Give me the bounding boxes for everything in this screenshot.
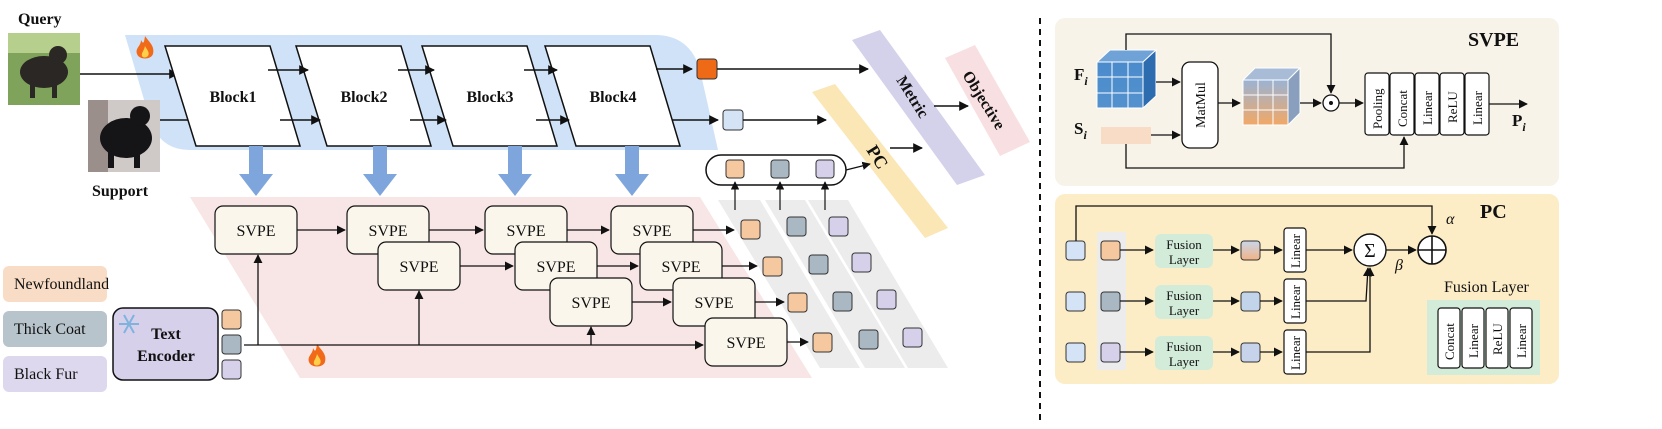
- svg-text:Linear: Linear: [1420, 90, 1435, 125]
- svg-text:ReLU: ReLU: [1490, 323, 1505, 355]
- matmul-box: [1181, 61, 1219, 149]
- svg-text:Linear: Linear: [1466, 323, 1481, 358]
- alpha-label: α: [1446, 211, 1455, 228]
- metric-band: [852, 30, 985, 185]
- pc-detail-panel: PC Fusion Layer Fusion Layer Fusion Laye…: [1055, 194, 1559, 384]
- svpe-module: SVPE: [377, 241, 461, 291]
- fire-icon: [136, 36, 154, 59]
- svpe-module: SVPE: [214, 205, 298, 255]
- svg-text:SVPE: SVPE: [726, 335, 765, 352]
- svg-text:Fusion: Fusion: [1166, 288, 1202, 303]
- svg-text:Layer: Layer: [1169, 252, 1200, 267]
- fusion-layer: Fusion Layer: [1155, 336, 1213, 370]
- pc-band: [812, 84, 948, 238]
- svg-text:SVPE: SVPE: [399, 259, 438, 276]
- fusion-layer: Fusion Layer: [1155, 285, 1213, 319]
- weighted-feature-cube: [1241, 66, 1302, 127]
- svpe-detail-panel: SVPE Fi Si MatMul: [1055, 18, 1559, 186]
- svg-text:Concat: Concat: [1395, 90, 1410, 127]
- svg-text:Layer: Layer: [1169, 303, 1200, 318]
- svg-text:Black Fur: Black Fur: [14, 366, 78, 383]
- svg-text:Newfoundland: Newfoundland: [14, 276, 109, 293]
- fusion-detail-title: Fusion Layer: [1444, 279, 1530, 296]
- query-image: [8, 33, 80, 105]
- s-input-label: Si: [1074, 119, 1087, 142]
- snowflake-icon: [119, 314, 139, 334]
- feature-band-3: [808, 200, 948, 368]
- svpe-module: SVPE: [672, 277, 756, 327]
- objective-band: [945, 45, 1030, 156]
- svg-text:Layer: Layer: [1169, 354, 1200, 369]
- query-label: Query: [18, 11, 62, 28]
- fire-icon: [308, 344, 326, 367]
- svg-text:Block4: Block4: [589, 89, 636, 106]
- svg-text:Block3: Block3: [466, 89, 513, 106]
- svg-text:Text: Text: [151, 326, 181, 343]
- svpe-module: SVPE: [549, 277, 633, 327]
- feature-cube: [1095, 48, 1158, 110]
- support-image: [88, 100, 160, 172]
- svg-text:Σ: Σ: [1364, 240, 1376, 262]
- support-label: Support: [92, 183, 149, 200]
- svg-text:SVPE: SVPE: [536, 259, 575, 276]
- query-feature: [696, 58, 718, 80]
- s-input-vector: [1101, 127, 1151, 144]
- svg-text:Fusion: Fusion: [1166, 237, 1202, 252]
- svg-text:Fusion: Fusion: [1166, 339, 1202, 354]
- text-prompt: Black Fur: [3, 356, 107, 392]
- support-feature: [722, 109, 744, 131]
- svg-text:Block1: Block1: [209, 89, 256, 106]
- svg-text:Linear: Linear: [1288, 284, 1303, 319]
- text-prompt: Thick Coat: [3, 311, 107, 347]
- svpe-output-label: Pi: [1512, 111, 1526, 134]
- feature-band-2: [765, 200, 905, 368]
- svg-text:Linear: Linear: [1288, 233, 1303, 268]
- text-encoder: Text Encoder: [112, 307, 219, 381]
- text-prompt: Newfoundland: [3, 266, 109, 302]
- svg-text:ReLU: ReLU: [1445, 91, 1460, 123]
- svg-text:SVPE: SVPE: [506, 223, 545, 240]
- backbone-block: Block1: [163, 45, 302, 147]
- svpe-op-stack: Pooling Concat Linear ReLU Linear: [1364, 72, 1490, 136]
- svpe-panel-title: SVPE: [1468, 29, 1519, 51]
- linear-layer: Linear: [1283, 329, 1307, 375]
- svg-text:SVPE: SVPE: [632, 223, 671, 240]
- backbone-block: Block4: [543, 45, 682, 147]
- svg-text:Linear: Linear: [1514, 323, 1529, 358]
- backbone-block: Block2: [294, 45, 433, 147]
- svg-text:SVPE: SVPE: [661, 259, 700, 276]
- f-input-label: Fi: [1074, 65, 1088, 88]
- pc-panel-title: PC: [1480, 201, 1507, 223]
- svg-text:MatMul: MatMul: [1194, 82, 1209, 128]
- svg-text:Pooling: Pooling: [1370, 88, 1385, 129]
- svg-text:Linear: Linear: [1470, 90, 1485, 125]
- block-to-svpe-arrows: [239, 146, 649, 196]
- linear-layer: Linear: [1283, 227, 1307, 273]
- fusion-detail-ops: Concat Linear ReLU Linear: [1437, 307, 1533, 369]
- svpe-output-features: [740, 216, 923, 353]
- svg-text:SVPE: SVPE: [694, 295, 733, 312]
- svg-text:Block2: Block2: [340, 89, 387, 106]
- svg-text:SVPE: SVPE: [368, 223, 407, 240]
- svg-text:SVPE: SVPE: [571, 295, 610, 312]
- svg-text:Encoder: Encoder: [137, 348, 195, 365]
- svg-text:SVPE: SVPE: [236, 223, 275, 240]
- svg-text:Linear: Linear: [1288, 335, 1303, 370]
- linear-layer: Linear: [1283, 278, 1307, 324]
- svpe-module: SVPE: [704, 317, 788, 367]
- backbone-block: Block3: [420, 45, 559, 147]
- fusion-layer: Fusion Layer: [1155, 234, 1213, 268]
- beta-label: β: [1394, 257, 1403, 274]
- feature-band-1: [718, 200, 860, 368]
- main-pipeline: PC Metric Objective Query Support: [3, 11, 1030, 392]
- svg-text:Concat: Concat: [1442, 323, 1457, 360]
- svg-text:Thick Coat: Thick Coat: [14, 321, 86, 338]
